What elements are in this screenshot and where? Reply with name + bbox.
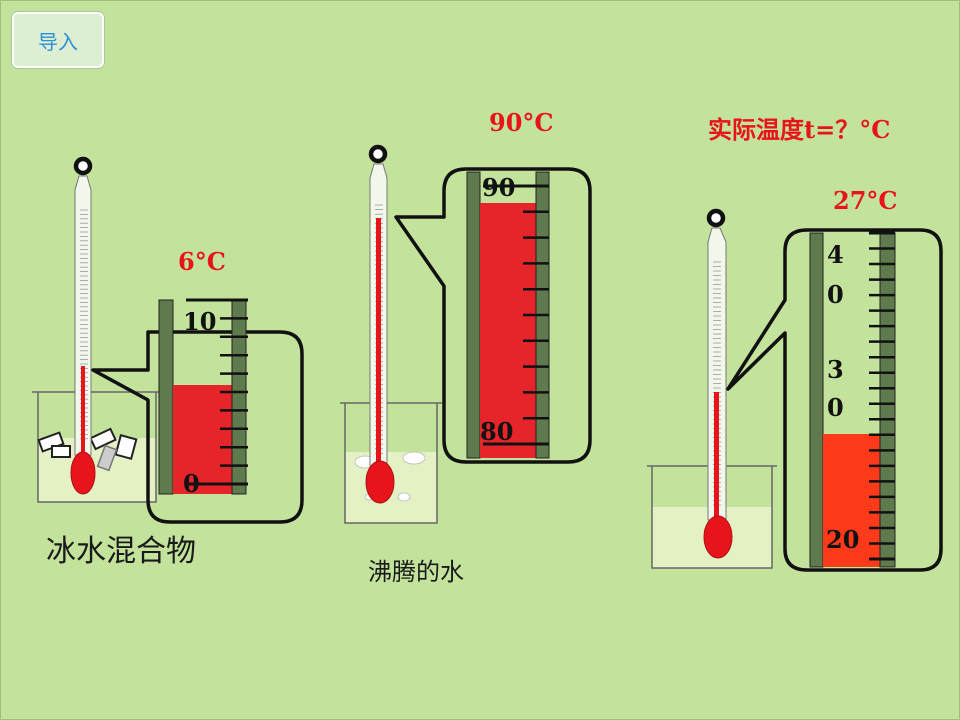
boiling-water-caption: 沸腾的水 (368, 558, 464, 586)
import-button[interactable]: 导入 (12, 12, 104, 68)
ice-cubes (37, 427, 138, 472)
boiling-water-thermometer (365, 144, 395, 504)
actual-temperature-question: 实际温度t=？°C (708, 115, 891, 144)
room-reading-label: 27°C (833, 186, 898, 215)
room-zoom-callout (726, 228, 943, 572)
ice-water-caption: 冰水混合物 (46, 534, 196, 569)
ice-water-zoom-callout (91, 298, 304, 524)
boiling-water-beaker (340, 402, 442, 524)
ice-zoom-liquid-column (173, 385, 232, 494)
ice-water-thermometer (70, 156, 96, 495)
room-scale-label-40-tens: 4 (827, 240, 844, 269)
ice-water-reading-label: 6°C (178, 247, 226, 276)
ice-scale-label-10: 10 (183, 307, 217, 336)
boiling-water-zoom-callout (394, 167, 592, 464)
boil-zoom-liquid-column (480, 203, 536, 458)
boiling-water-reading-label: 90°C (489, 108, 554, 137)
room-scale-label-20: 20 (826, 525, 860, 554)
room-scale-label-40-ones: 0 (827, 280, 844, 309)
room-scale-label-30-ones: 0 (827, 393, 844, 422)
boil-scale-label-90: 90 (482, 173, 516, 202)
ice-scale-label-0: 0 (183, 469, 200, 498)
room-scale-label-30-tens: 3 (827, 355, 844, 384)
room-thermometer (703, 208, 733, 559)
boil-scale-label-80: 80 (480, 417, 514, 446)
room-zoom-liquid-column (823, 434, 880, 567)
